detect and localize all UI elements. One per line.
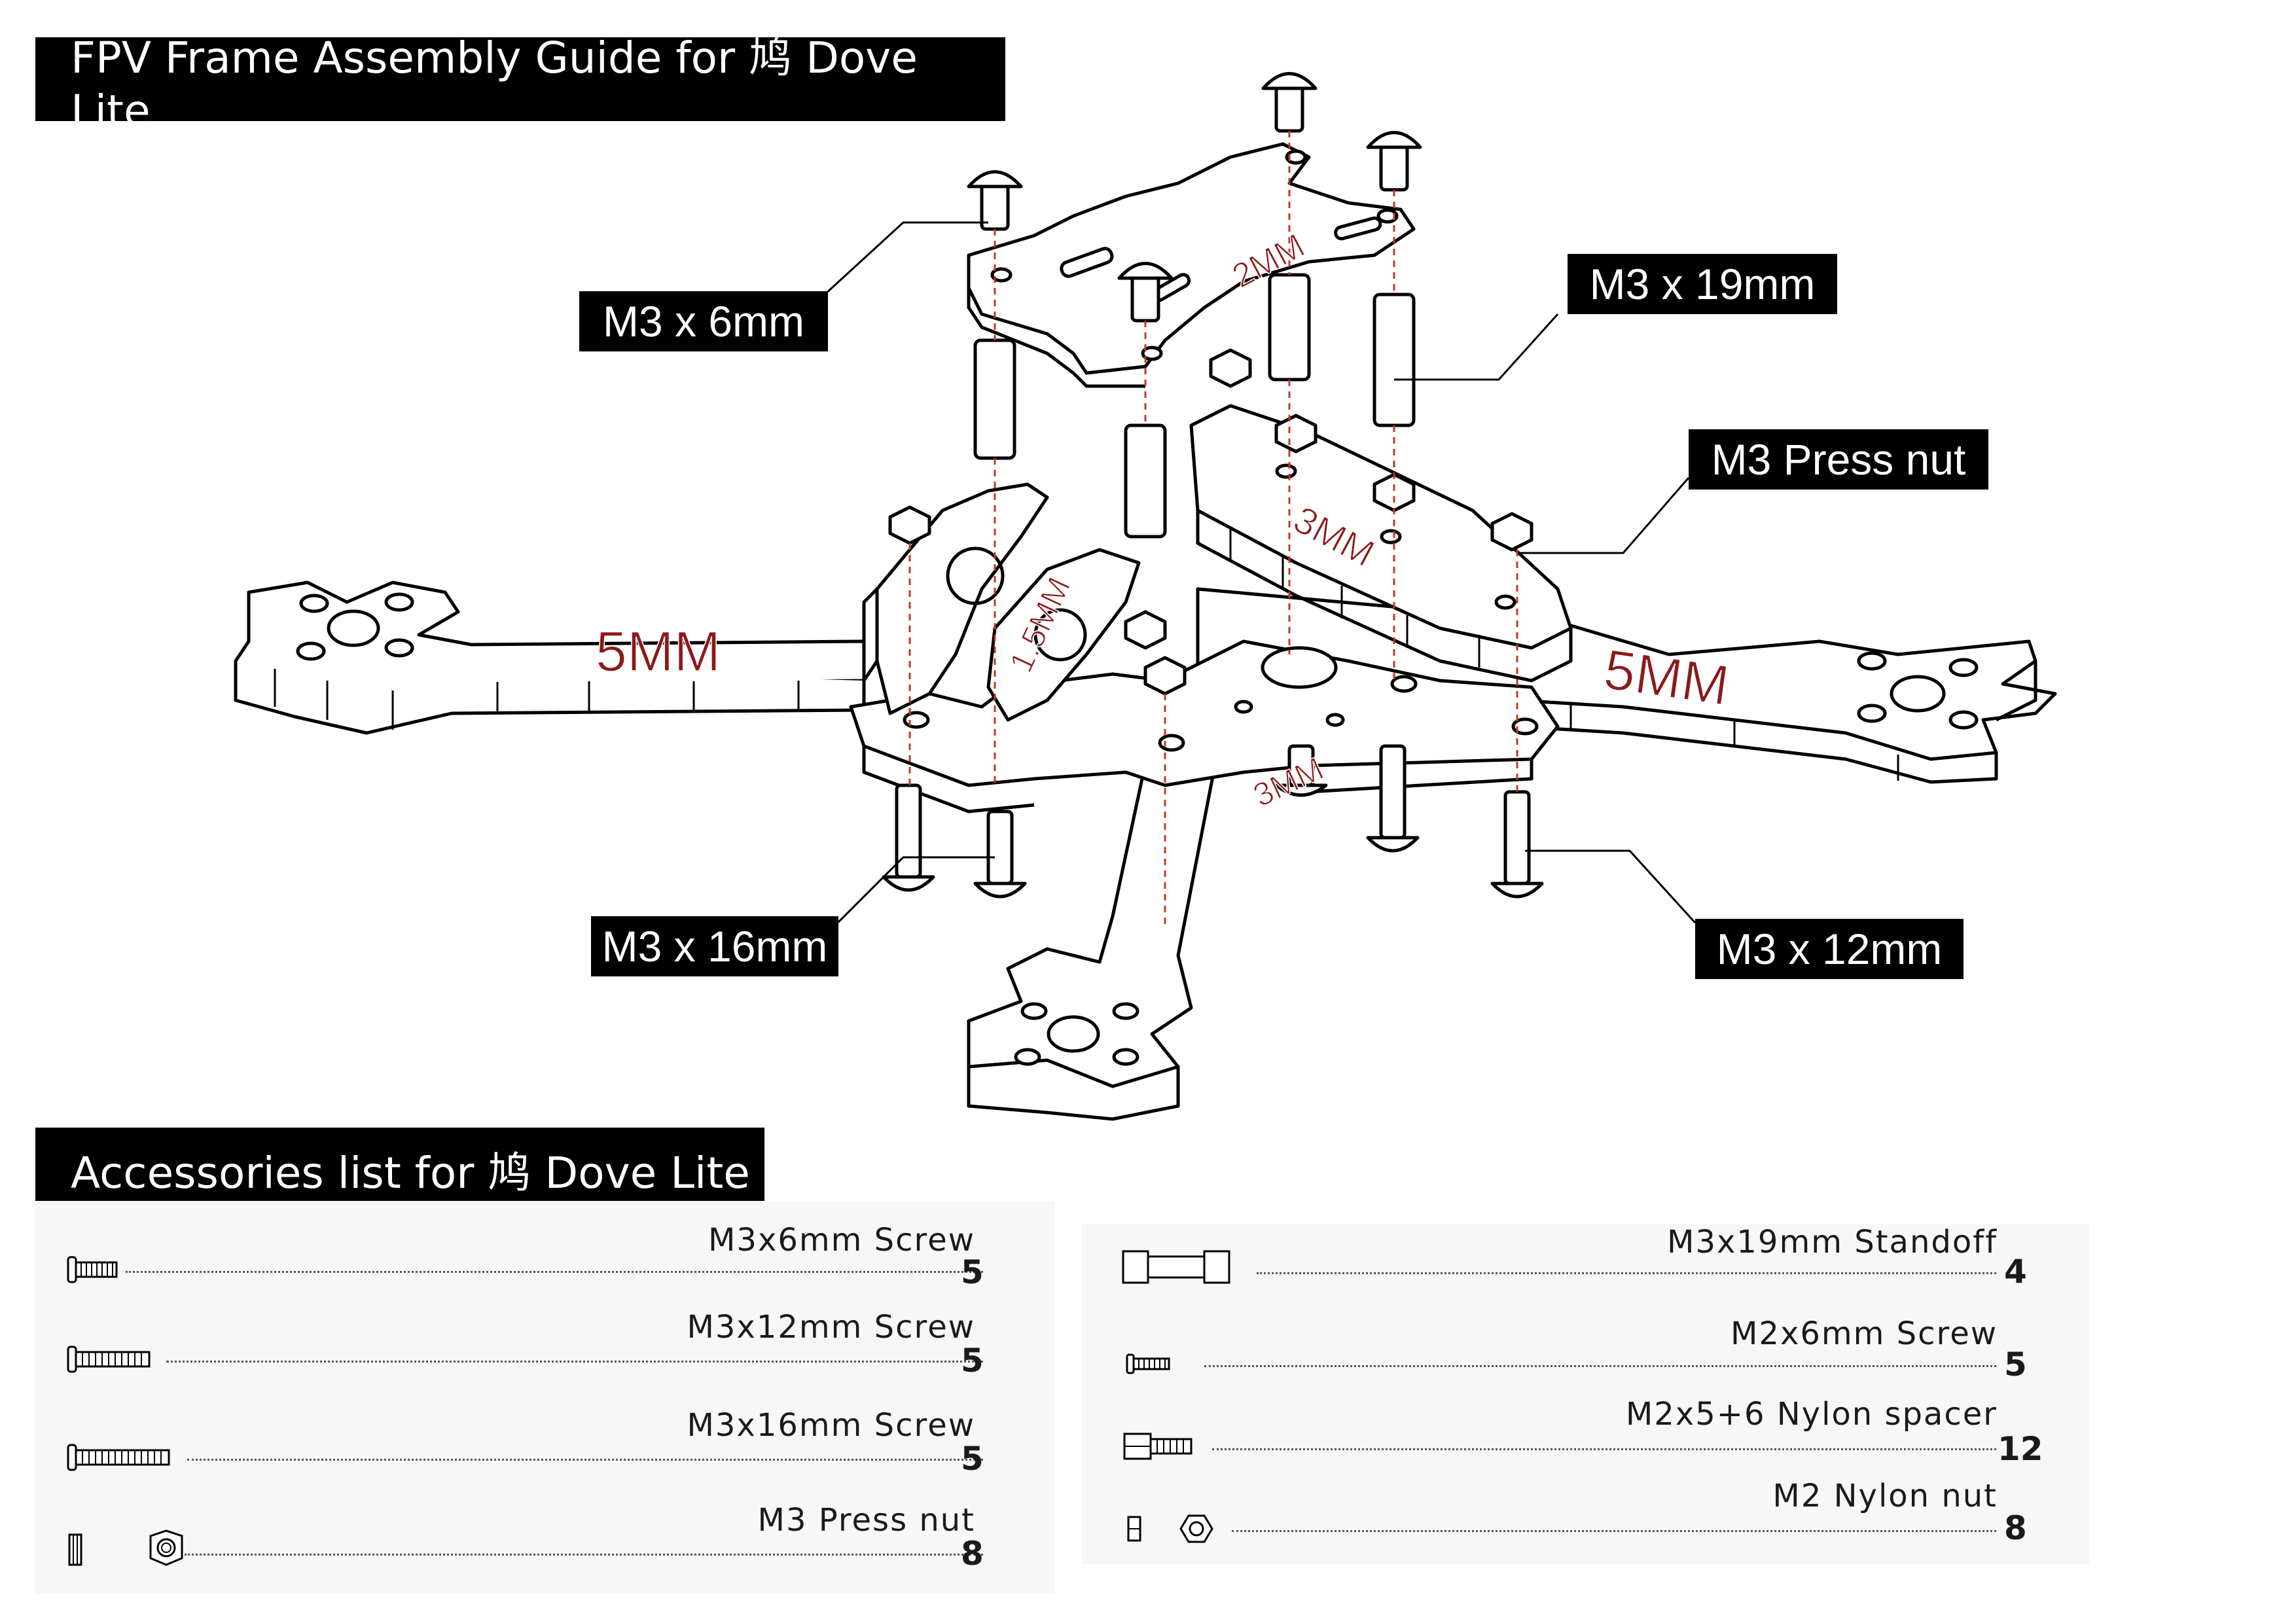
list-item: M3x12mm Screw 5 [35, 1296, 1055, 1380]
list-item: M3 Press nut 8 [35, 1489, 1055, 1573]
accessory-qty: 8 [961, 1535, 984, 1573]
accessory-name: M2x6mm Screw [1731, 1315, 1998, 1352]
side-plate-left [862, 482, 1049, 715]
callout-m3x12: M3 x 12mm [1695, 919, 1964, 979]
nylon-nut-icon [1127, 1514, 1213, 1543]
alignment-lines [908, 131, 1518, 929]
accessory-qty: 5 [2004, 1346, 2027, 1383]
callout-m3x16: M3 x 16mm [591, 916, 838, 976]
list-item: M2 Nylon nut 8 [1081, 1466, 2089, 1547]
accessory-name: M3x19mm Standoff [1667, 1224, 1998, 1260]
standoff-icon [1122, 1250, 1230, 1284]
accessories-left-panel: M3x6mm Screw 5 M3x12mm Screw 5 M3x16mm S… [35, 1201, 1055, 1594]
callout-m3x6: M3 x 6mm [579, 291, 828, 351]
accessory-name: M2x5+6 Nylon spacer [1625, 1396, 1998, 1433]
accessory-qty: 5 [961, 1253, 984, 1291]
list-item: M2x5+6 Nylon spacer 12 [1081, 1384, 2089, 1468]
accessory-name: M2 Nylon nut [1772, 1478, 1998, 1514]
accessory-name: M3x12mm Screw [687, 1309, 975, 1346]
leader-dots [1232, 1530, 1996, 1532]
list-item: M3x19mm Standoff 4 [1081, 1211, 2089, 1291]
front-arm [967, 731, 1219, 1121]
leader-dots [1212, 1448, 1996, 1450]
accessories-right-panel: M3x19mm Standoff 4 M2x6mm Screw 5 M2x5+6… [1081, 1224, 2089, 1564]
thickness-label-arm-left: 5MM [596, 620, 721, 683]
list-item: M3x16mm Screw 5 [35, 1394, 1055, 1478]
press-nuts [888, 348, 1534, 696]
leader-dots [166, 1361, 983, 1363]
accessory-qty: 4 [2004, 1253, 2027, 1291]
bottom-screws [882, 744, 1544, 899]
thickness-label-arm-right: 5MM [1600, 638, 1733, 718]
side-plate-center [986, 548, 1141, 722]
leader-dots [185, 1554, 983, 1556]
left-arm [234, 580, 866, 735]
screw-medium-icon [67, 1346, 151, 1373]
press-nut-icon [68, 1529, 183, 1566]
accessory-name: M3x16mm Screw [687, 1407, 975, 1444]
small-screw-icon [1126, 1353, 1170, 1374]
top-plate [967, 142, 1416, 388]
callout-press-nut: M3 Press nut [1689, 429, 1988, 490]
leader-dots [126, 1271, 983, 1273]
leader-dots [1204, 1365, 1996, 1367]
accessory-qty: 8 [2004, 1509, 2027, 1547]
accessory-name: M3 Press nut [757, 1502, 975, 1539]
leader-lines [823, 221, 1696, 924]
leader-dots [187, 1459, 983, 1461]
assembly-guide-title: FPV Frame Assembly Guide for 鸠 Dove Lite [35, 33, 1005, 136]
accessory-qty: 12 [1998, 1430, 2043, 1468]
accessory-name: M3x6mm Screw [708, 1222, 975, 1258]
nylon-spacer-icon [1123, 1433, 1193, 1460]
accessory-qty: 5 [961, 1440, 984, 1478]
frame-exploded-diagram: 5MM 5MM 2MM 1.5MM 3MM 3MM [234, 72, 2057, 1121]
screw-short-icon [67, 1256, 118, 1283]
accessory-qty: 5 [961, 1342, 984, 1380]
screw-long-icon [67, 1444, 170, 1471]
callout-m3x19: M3 x 19mm [1568, 254, 1837, 314]
accessories-list-title: Accessories list for 鸠 Dove Lite [35, 1128, 764, 1211]
list-item: M2x6mm Screw 5 [1081, 1302, 2089, 1383]
leader-dots [1257, 1272, 1996, 1274]
list-item: M3x6mm Screw 5 [35, 1207, 1055, 1291]
